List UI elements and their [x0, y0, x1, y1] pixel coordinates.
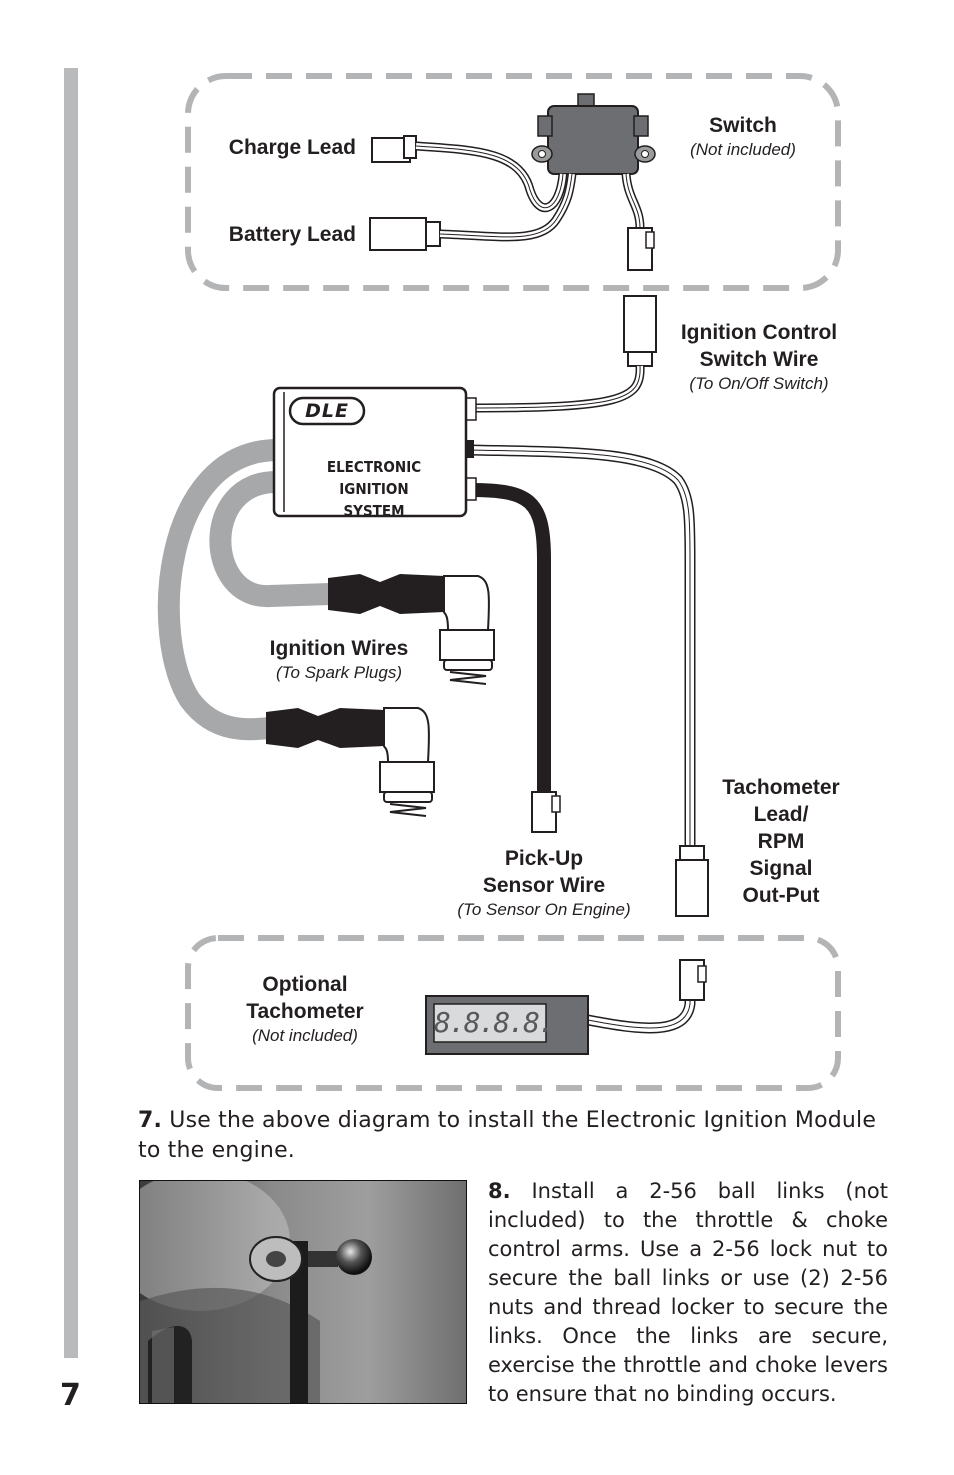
tach-lead-line1: Tachometer [722, 776, 840, 799]
step-7-paragraph: 7. Use the above diagram to install the … [138, 1106, 898, 1166]
tachometer-device-icon [425, 995, 589, 1055]
module-line1: ELECTRONIC IGNITION [326, 458, 422, 498]
switch-title: Switch [709, 114, 777, 137]
tach-lead-line4: Signal [749, 857, 813, 880]
pickup-sensor-connector-icon [531, 791, 561, 833]
pickup-sensor-label: Pick-Up Sensor Wire (To Sensor On Engine… [444, 845, 644, 920]
switch-group-dashed-box [185, 73, 841, 291]
ignition-wires-title: Ignition Wires [269, 637, 409, 660]
page-number: 7 [60, 1378, 81, 1413]
battery-lead-connector-icon [369, 217, 441, 251]
charge-lead-text: Charge Lead [228, 136, 356, 159]
optional-line2: Tachometer [246, 1000, 364, 1023]
tach-lead-line3: RPM [757, 830, 805, 853]
switch-icon [531, 93, 656, 175]
module-line2: SYSTEM [343, 502, 405, 520]
switch-connector-icon [627, 227, 655, 271]
charge-lead-connector-icon [371, 135, 417, 163]
pickup-note: (To Sensor On Engine) [457, 900, 631, 919]
pickup-line1: Pick-Up [504, 847, 584, 870]
optional-line1: Optional [262, 973, 348, 996]
step-8-text: Install a 2-56 ball links (not included)… [488, 1179, 888, 1406]
ball-link-photo [139, 1180, 467, 1404]
step-7-number: 7. [138, 1108, 163, 1133]
wiring-diagram [157, 73, 841, 1091]
battery-lead-label: Battery Lead [200, 221, 356, 248]
ignition-wires-note: (To Spark Plugs) [276, 663, 402, 682]
ignition-control-label: Ignition Control Switch Wire (To On/Off … [664, 319, 854, 394]
ignition-control-connector-icon [623, 295, 657, 367]
tachometer-lead-label: Tachometer Lead/ RPM Signal Out-Put [710, 774, 852, 909]
tach-lead-line2: Lead/ [753, 803, 809, 826]
optional-note: (Not included) [252, 1026, 358, 1045]
ignition-wires-label: Ignition Wires (To Spark Plugs) [254, 635, 424, 683]
battery-lead-text: Battery Lead [228, 223, 356, 246]
pickup-line2: Sensor Wire [482, 874, 606, 897]
step-7-text: Use the above diagram to install the Ele… [138, 1108, 877, 1163]
page-sidebar-bar [64, 68, 78, 1358]
tach-lead-line5: Out-Put [742, 884, 820, 907]
step-8-number: 8. [488, 1179, 511, 1203]
switch-note: (Not included) [690, 140, 796, 159]
module-text: ELECTRONIC IGNITION SYSTEM [291, 456, 457, 522]
charge-lead-label: Charge Lead [200, 134, 356, 161]
tachometer-group-dashed-box [185, 935, 841, 1091]
ignition-control-line1: Ignition Control [680, 321, 838, 344]
ignition-control-note: (To On/Off Switch) [689, 374, 829, 393]
ball-link-photo-graphic [140, 1181, 466, 1403]
tachometer-lead-connector-icon [675, 845, 709, 917]
ignition-module-icon [272, 386, 477, 518]
optional-tachometer-label: Optional Tachometer (Not included) [226, 971, 384, 1046]
spark-plug-boot-lower-icon [266, 707, 435, 817]
switch-label: Switch (Not included) [672, 112, 814, 160]
step-8-paragraph: 8. Install a 2-56 ball links (not includ… [488, 1177, 888, 1409]
module-brand-logo: DLE [305, 400, 349, 422]
tachometer-connector-icon [679, 959, 707, 1001]
spark-plug-boot-upper-icon [328, 574, 495, 685]
ignition-control-line2: Switch Wire [699, 348, 819, 371]
tachometer-display-readout: 8.8.8.8. [434, 1006, 555, 1039]
